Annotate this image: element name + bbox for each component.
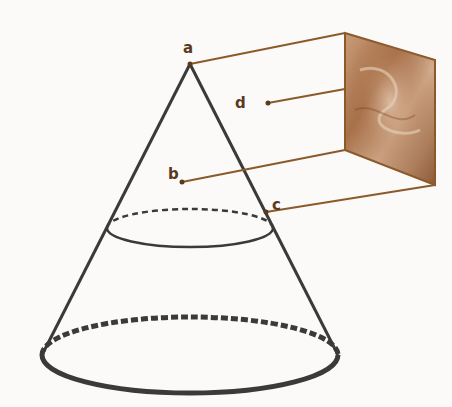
projection-lines xyxy=(182,33,435,212)
point-label: c xyxy=(272,198,281,213)
screen xyxy=(345,33,435,185)
point-label: b xyxy=(168,167,179,182)
point-label: a xyxy=(183,41,193,56)
cone xyxy=(42,64,338,393)
point-label: d xyxy=(235,96,246,111)
points xyxy=(180,62,271,215)
